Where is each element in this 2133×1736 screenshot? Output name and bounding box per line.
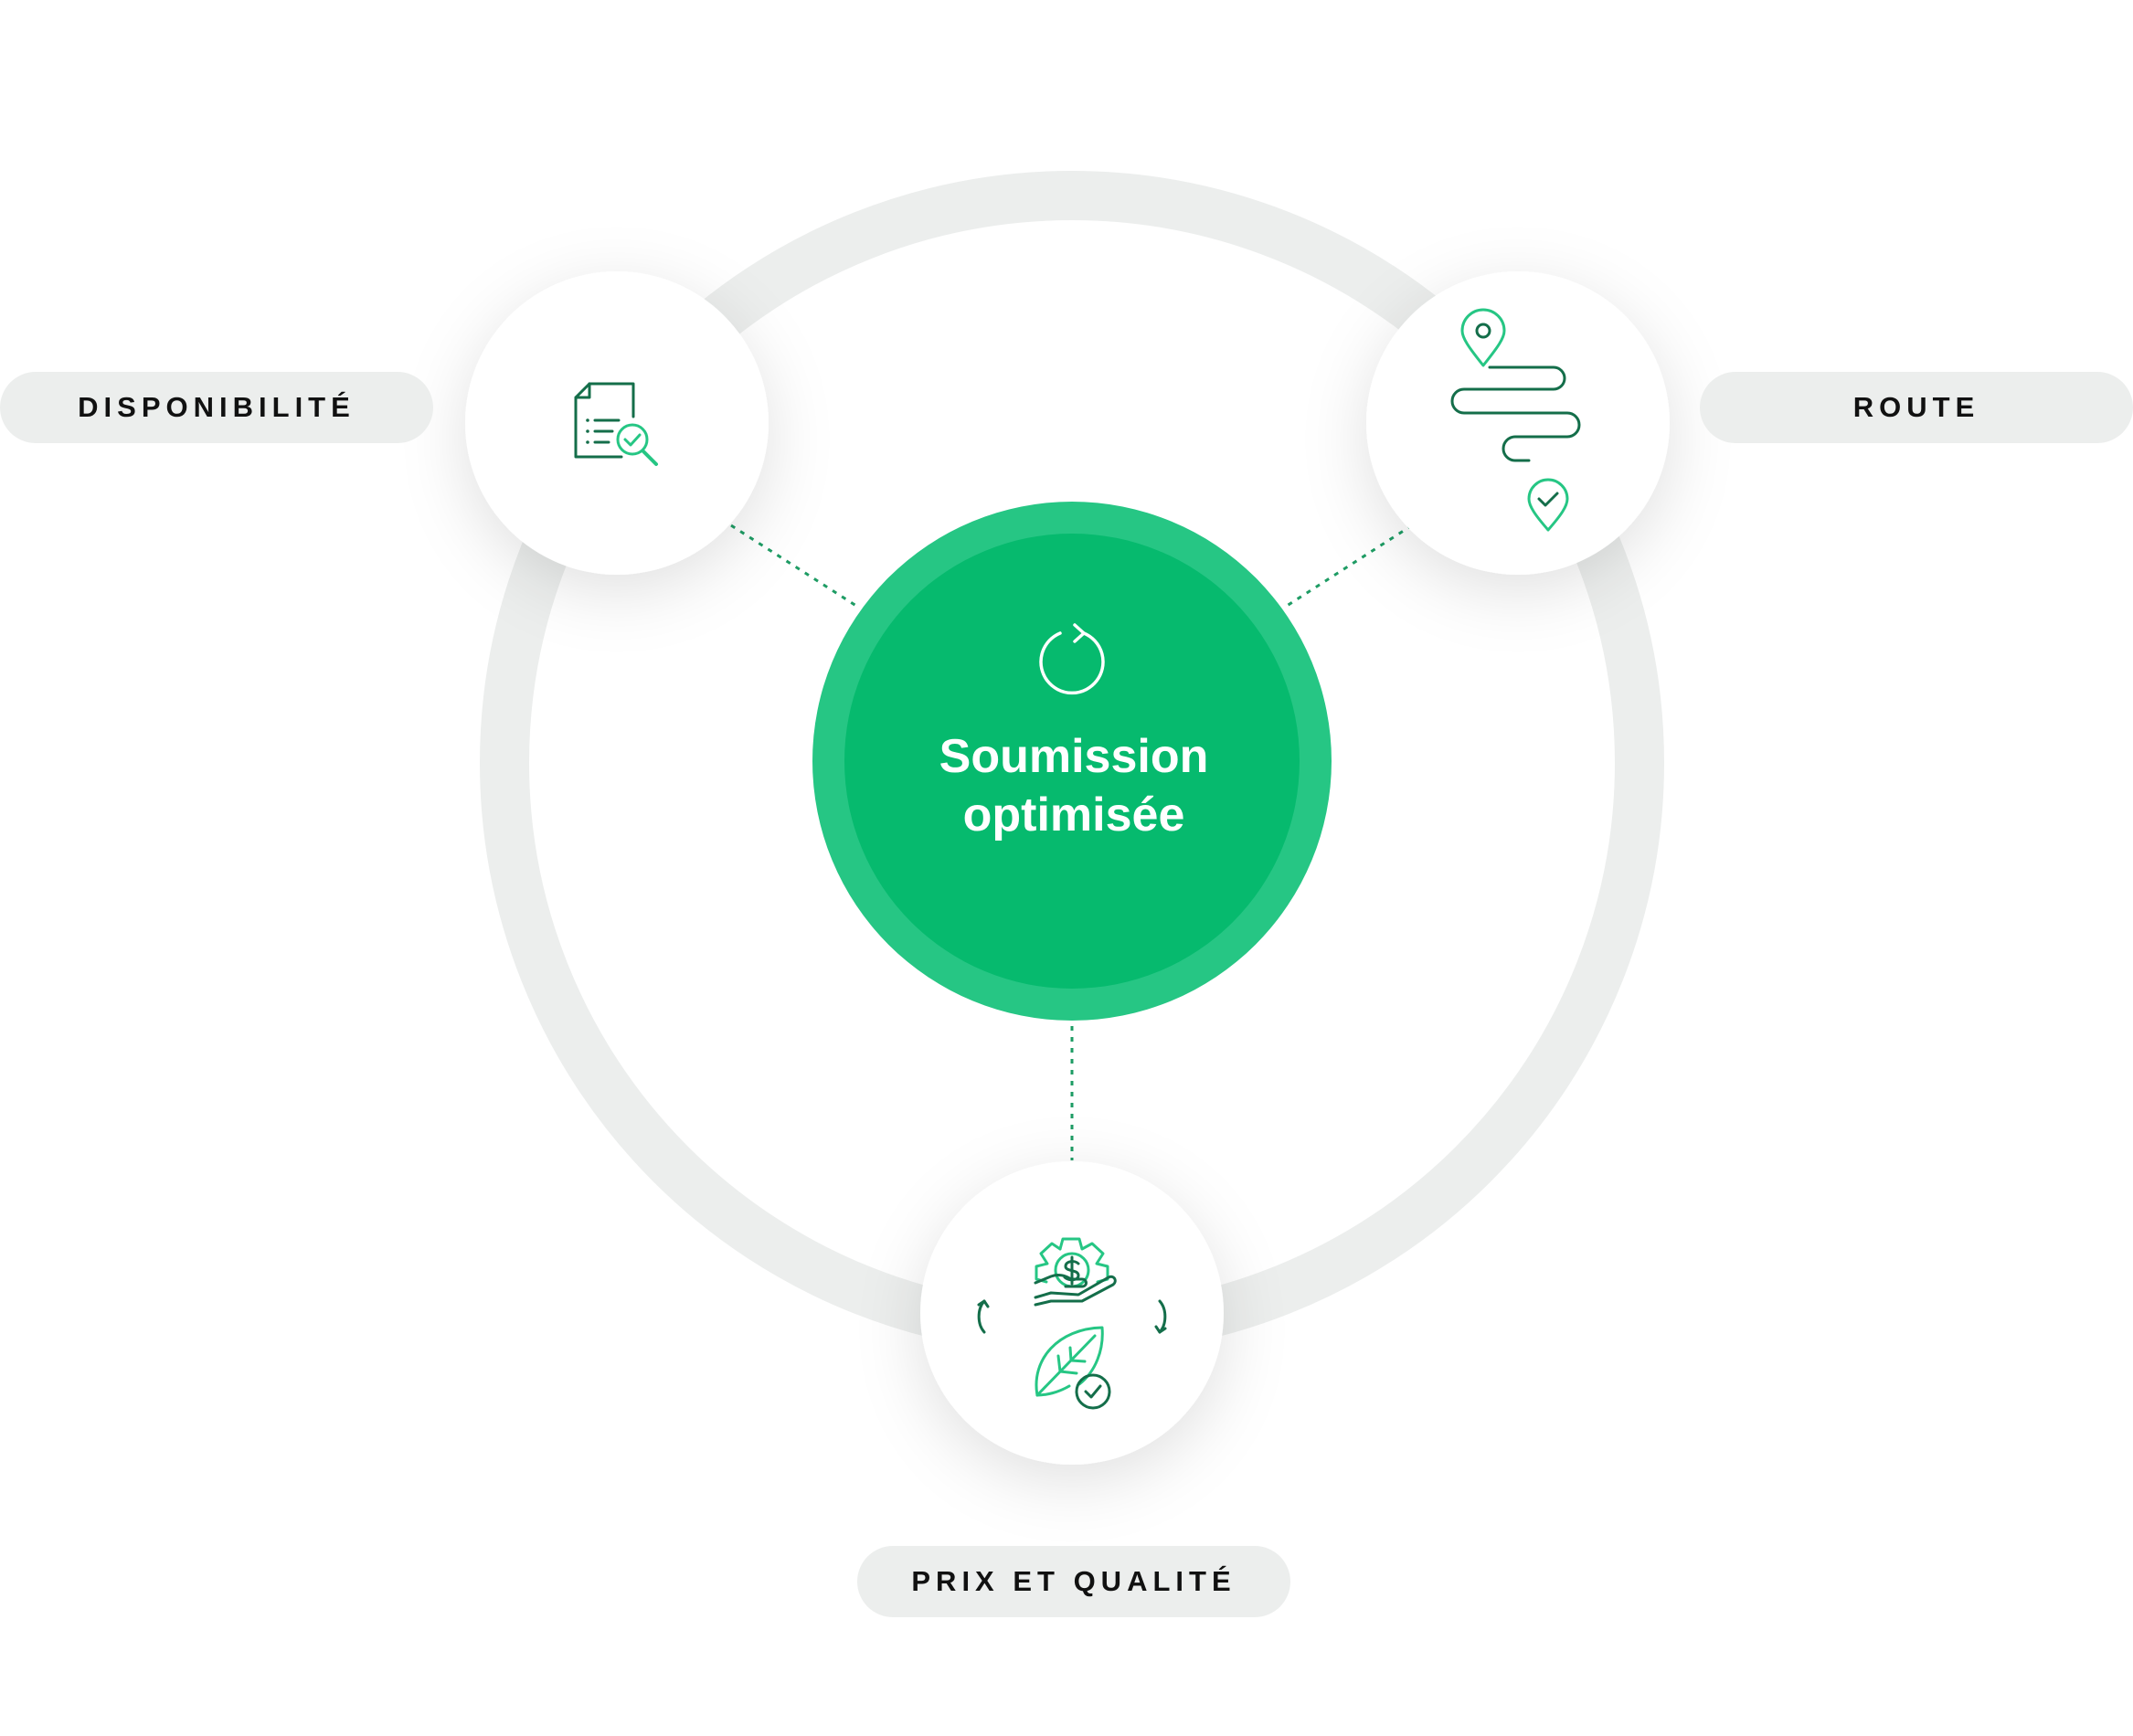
leaf-check-icon (1035, 1326, 1111, 1410)
label-disponibilite: DISPONIBILITÉ (0, 372, 433, 443)
connector-route (1283, 524, 1413, 609)
connector-dispo (730, 524, 860, 609)
center-title-line2: optimisée (962, 789, 1185, 842)
node-disponibilite (465, 271, 769, 575)
document-search-check-icon (574, 382, 658, 466)
refresh-icon (1039, 623, 1105, 695)
center-title: Soumission optimisée (822, 727, 1325, 844)
label-prix-et-qualite: PRIX ET QUALITÉ (857, 1546, 1290, 1617)
node-prix-qualite (920, 1161, 1224, 1465)
node-route (1366, 271, 1670, 575)
label-route: ROUTE (1700, 372, 2133, 443)
hand-dollar-gear-icon (1034, 1237, 1117, 1307)
cycle-arrows-icon (977, 1299, 1167, 1334)
route-pins-icon (1450, 308, 1581, 532)
center-title-line1: Soumission (939, 730, 1209, 783)
center-circle (844, 534, 1300, 989)
